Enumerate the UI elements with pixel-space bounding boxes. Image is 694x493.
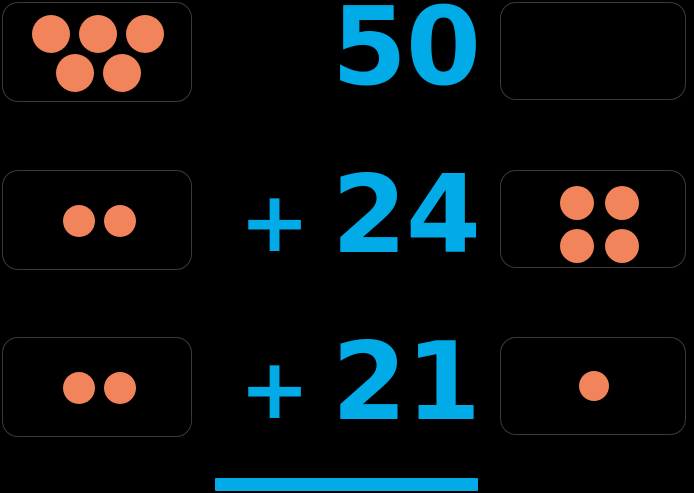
equation-row-3: + 21 [0,329,694,438]
dot [63,205,95,237]
sum-divider-line [215,478,478,491]
dot [104,372,136,404]
tens-dot-box-row-3[interactable] [2,337,192,437]
equation-text-row-1: 50 [215,0,481,110]
operator-sign-row-2: + [239,173,310,271]
dot [605,229,639,263]
addend-number-row-1: 50 [331,0,481,110]
dot [103,54,141,92]
equation-row-1: 50 [0,0,694,110]
dot [63,372,95,404]
ones-dot-box-row-2[interactable] [500,170,686,268]
ones-dot-box-row-3[interactable] [500,337,686,435]
operator-sign-row-3: + [239,340,310,438]
dot [104,205,136,237]
dot [560,186,594,220]
equation-text-row-3: + 21 [215,329,481,438]
tens-dot-box-row-2[interactable] [2,170,192,270]
equation-text-row-2: + 24 [215,162,481,271]
dot [605,186,639,220]
dot [79,15,117,53]
equation-row-2: + 24 [0,162,694,271]
ones-dot-box-row-1[interactable] [500,2,686,100]
dot [579,371,609,401]
dot [32,15,70,53]
dot [126,15,164,53]
dot [56,54,94,92]
tens-dot-box-row-1[interactable] [2,2,192,102]
dot [560,229,594,263]
addend-number-row-3: 21 [331,320,481,445]
addend-number-row-2: 24 [331,153,481,278]
